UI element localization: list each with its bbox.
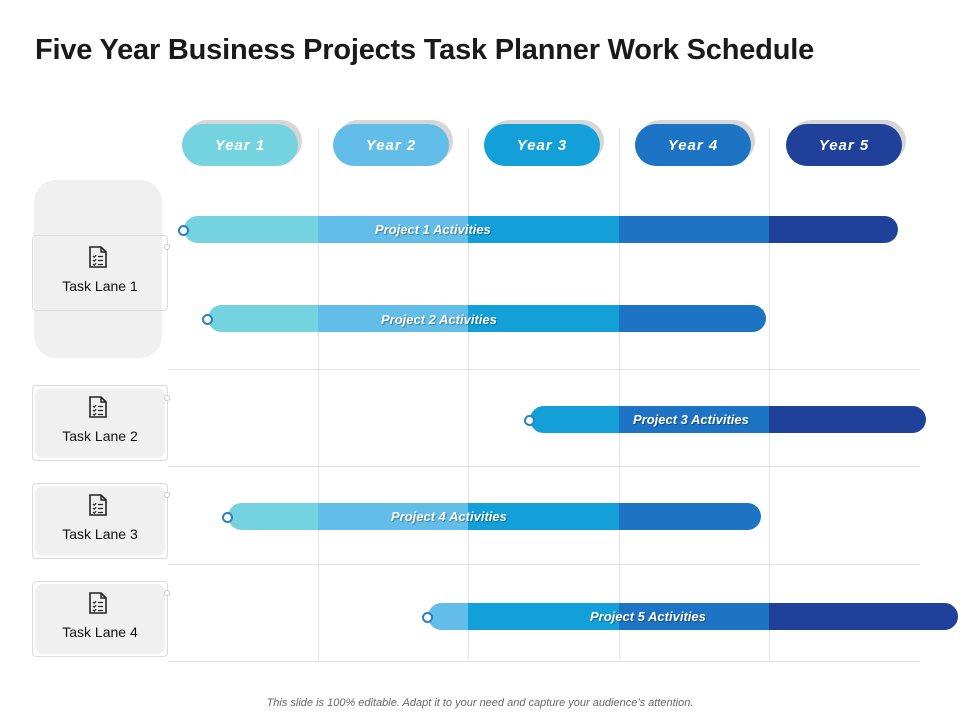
bar-segment-year-4	[619, 406, 769, 433]
task-lane-label: Task Lane 3	[62, 526, 138, 542]
bar-segment-year-2	[318, 216, 468, 243]
bar-segment-year-4	[619, 503, 761, 530]
project-5-label: Project 5 Activities	[590, 609, 706, 624]
grid-line	[468, 128, 469, 660]
task-lane-label: Task Lane 4	[62, 624, 138, 640]
project-start-dot	[202, 314, 213, 325]
bar-segment-year-1	[184, 216, 318, 243]
bar-segment-year-4	[619, 603, 769, 630]
project-3-label: Project 3 Activities	[633, 412, 749, 427]
task-lane-label: Task Lane 2	[62, 428, 138, 444]
project-1-bar	[184, 216, 898, 243]
task-lane-1-background	[34, 180, 162, 358]
task-lane-3: Task Lane 3	[32, 483, 168, 559]
grid-line	[619, 128, 620, 660]
task-lane-label: Task Lane 1	[62, 278, 138, 294]
year-5-header: Year 5	[786, 124, 902, 166]
lane-card	[35, 584, 165, 654]
project-start-dot	[222, 512, 233, 523]
bar-segment-year-5	[769, 406, 926, 433]
project-start-dot	[422, 612, 433, 623]
bar-segment-year-2	[318, 305, 468, 332]
grid-line	[168, 466, 920, 467]
lane-card	[35, 486, 165, 556]
lane-connector-dot	[164, 590, 170, 596]
bar-segment-year-3	[468, 216, 619, 243]
bar-segment-year-3	[530, 406, 619, 433]
year-1-header: Year 1	[182, 124, 298, 166]
year-2-header: Year 2	[333, 124, 449, 166]
bar-segment-year-4	[619, 305, 766, 332]
page-title: Five Year Business Projects Task Planner…	[35, 34, 814, 66]
project-start-dot	[178, 225, 189, 236]
task-lane-4: Task Lane 4	[32, 581, 168, 657]
task-lane-2: Task Lane 2	[32, 385, 168, 461]
task-lane-1: Task Lane 1	[32, 235, 168, 311]
lane-card	[35, 388, 165, 458]
project-3-bar	[530, 406, 926, 433]
bar-segment-year-2	[318, 503, 468, 530]
checklist-document-icon	[89, 592, 107, 614]
lane-connector-dot	[164, 492, 170, 498]
bar-segment-year-3	[468, 503, 619, 530]
project-4-bar	[228, 503, 761, 530]
project-2-bar	[208, 305, 766, 332]
footer-note: This slide is 100% editable. Adapt it to…	[266, 697, 694, 709]
lane-connector-dot	[164, 395, 170, 401]
project-5-bar	[428, 603, 958, 630]
project-2-label: Project 2 Activities	[381, 312, 497, 327]
year-3-header: Year 3	[484, 124, 600, 166]
lane-connector-dot	[164, 244, 170, 250]
grid-line	[168, 564, 920, 565]
checklist-document-icon	[89, 396, 107, 418]
grid-line	[318, 128, 319, 660]
bar-segment-year-3	[468, 603, 619, 630]
bar-segment-year-2	[428, 603, 468, 630]
bar-segment-year-4	[619, 216, 769, 243]
project-start-dot	[524, 415, 535, 426]
bar-segment-year-5	[769, 216, 898, 243]
bar-segment-year-1	[228, 503, 318, 530]
grid-line	[168, 661, 920, 662]
checklist-document-icon	[89, 246, 107, 268]
year-4-header: Year 4	[635, 124, 751, 166]
checklist-document-icon	[89, 494, 107, 516]
project-1-label: Project 1 Activities	[375, 222, 491, 237]
bar-segment-year-5	[769, 603, 958, 630]
grid-line	[769, 128, 770, 660]
grid-line	[168, 369, 920, 370]
project-4-label: Project 4 Activities	[391, 509, 507, 524]
bar-segment-year-3	[468, 305, 619, 332]
bar-segment-year-1	[208, 305, 318, 332]
